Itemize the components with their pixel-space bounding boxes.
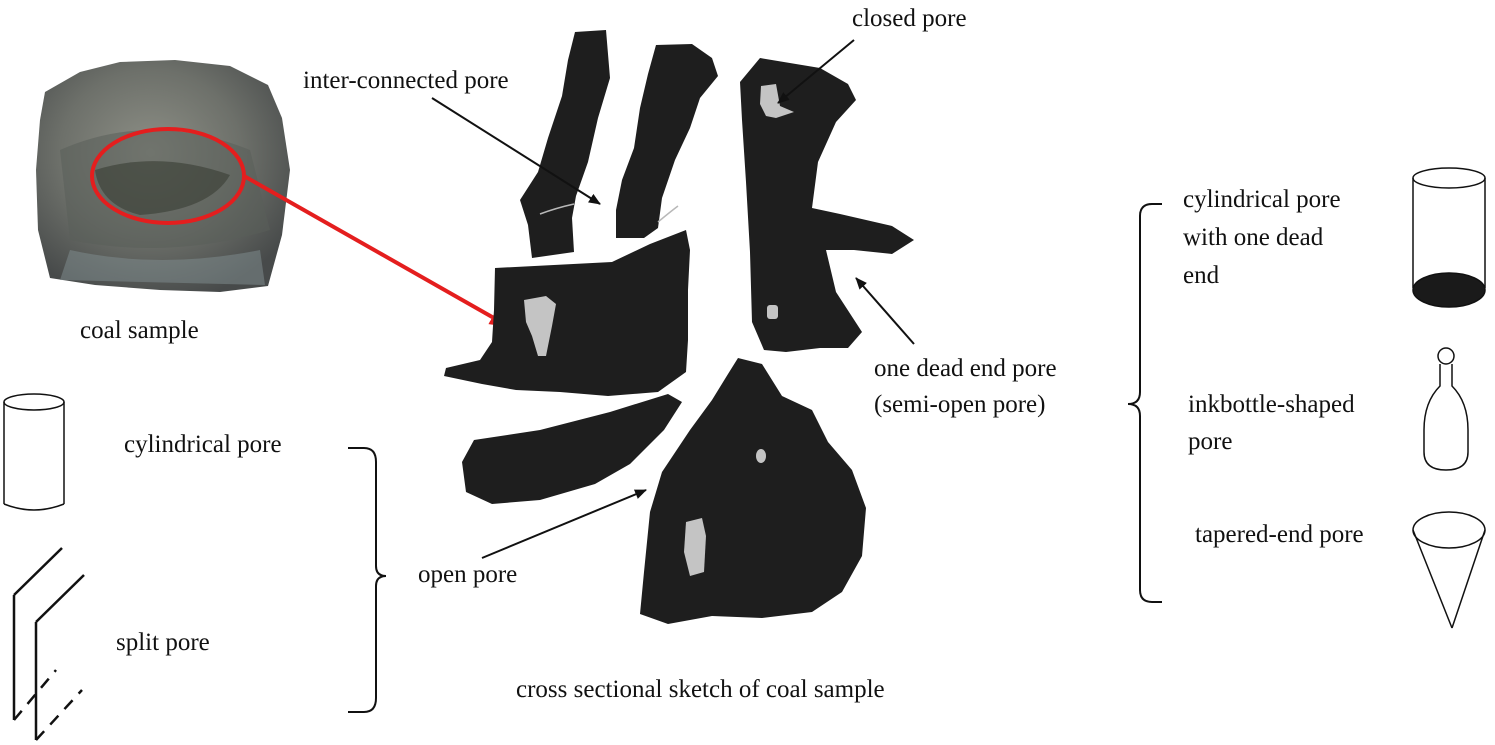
open-pore-label: open pore — [418, 561, 518, 588]
cylindrical-pore-label: cylindrical pore — [124, 431, 282, 458]
left-brace — [348, 447, 387, 713]
closed-pore-label: closed pore — [852, 5, 967, 32]
inkbottle-line2: pore — [1188, 428, 1233, 455]
cyl-dead-end-line2: with one dead — [1183, 224, 1324, 251]
open-pore-arrow — [481, 489, 647, 559]
inkbottle-line1: inkbottle-shaped — [1188, 391, 1355, 418]
coal-sample-label: coal sample — [80, 317, 199, 344]
inter-connected-pore-label: inter-connected pore — [303, 67, 509, 94]
dead-end-pore-label: one dead end pore — [874, 355, 1057, 382]
semi-open-pore-label: (semi-open pore) — [874, 391, 1046, 418]
dead-end-arrow — [855, 277, 915, 345]
cone-icon — [1412, 511, 1486, 629]
pore-voids — [524, 84, 794, 576]
inter-connected-arrow — [431, 97, 601, 205]
tapered-end-pore-label: tapered-end pore — [1195, 521, 1364, 548]
pore-connections — [539, 203, 679, 223]
inkbottle-icon — [1423, 347, 1469, 471]
red-zoom-arrow — [243, 174, 510, 328]
right-brace — [1127, 203, 1162, 603]
cylinder-icon — [3, 393, 65, 511]
cylinder-dead-end-icon — [1412, 167, 1486, 308]
cyl-dead-end-line1: cylindrical pore — [1183, 186, 1341, 213]
split-planes-icon — [12, 547, 85, 741]
coal-sample-photo — [36, 60, 290, 292]
cross-section-caption: cross sectional sketch of coal sample — [516, 676, 885, 703]
cyl-dead-end-line3: end — [1183, 262, 1220, 289]
closed-pore-arrow — [777, 39, 855, 104]
annotation-arrows — [431, 39, 915, 559]
pore-cross-section — [444, 30, 914, 624]
split-pore-label: split pore — [116, 629, 210, 656]
